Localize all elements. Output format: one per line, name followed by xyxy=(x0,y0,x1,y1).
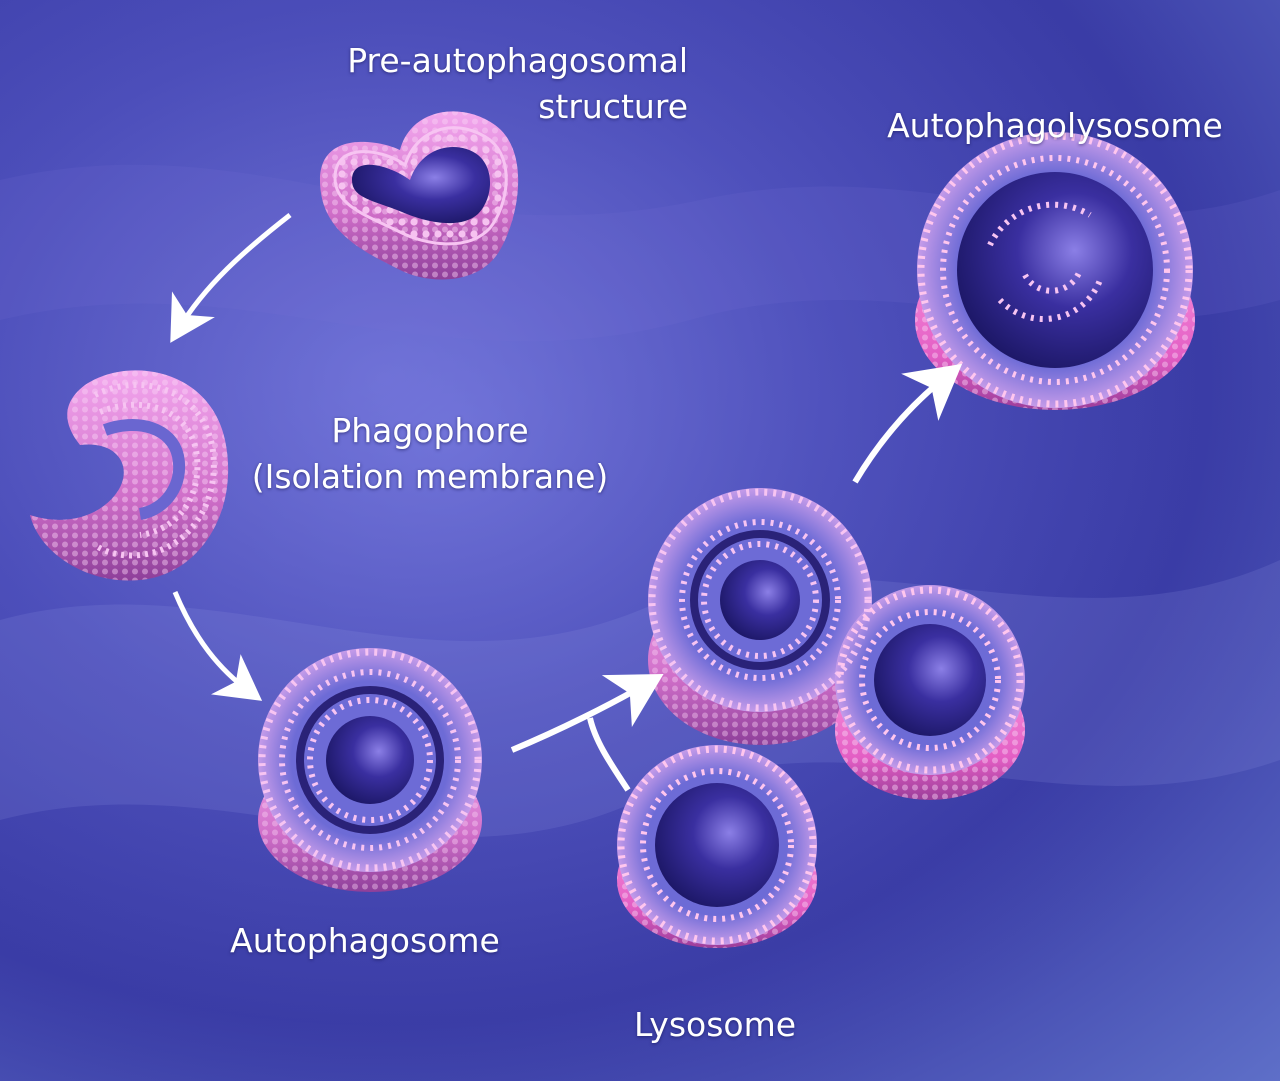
phagophore xyxy=(30,370,229,581)
arrow-autophagosome-to-fusion xyxy=(510,673,664,753)
arrows xyxy=(170,213,963,792)
label-autophagosome: Autophagosome xyxy=(230,921,500,960)
label-phagophore-line2: (Isolation membrane) xyxy=(251,457,609,496)
autophagolysosome xyxy=(915,132,1195,410)
label-phagophore-line1: Phagophore xyxy=(331,411,529,450)
label-phagophore: Phagophore (Isolation membrane) xyxy=(240,408,620,500)
label-pre-autophagosomal-line2: structure xyxy=(538,87,688,126)
label-pre-autophagosomal-line1: Pre-autophagosomal xyxy=(347,41,688,80)
arrow-fusion-to-autophagolysosome xyxy=(852,363,963,484)
fusion-complex xyxy=(648,488,1025,800)
label-pre-autophagosomal: Pre-autophagosomal structure xyxy=(330,38,688,130)
autophagosome xyxy=(258,648,482,892)
arrow-lysosome-merge xyxy=(587,717,631,792)
arrow-phagophore-to-autophagosome xyxy=(172,591,263,701)
label-autophagolysosome: Autophagolysosome xyxy=(887,106,1223,145)
label-lysosome: Lysosome xyxy=(633,1005,797,1044)
pre-autophagosomal-structure xyxy=(320,111,519,280)
arrow-pre-to-phagophore xyxy=(170,213,292,343)
lysosome xyxy=(617,745,817,948)
